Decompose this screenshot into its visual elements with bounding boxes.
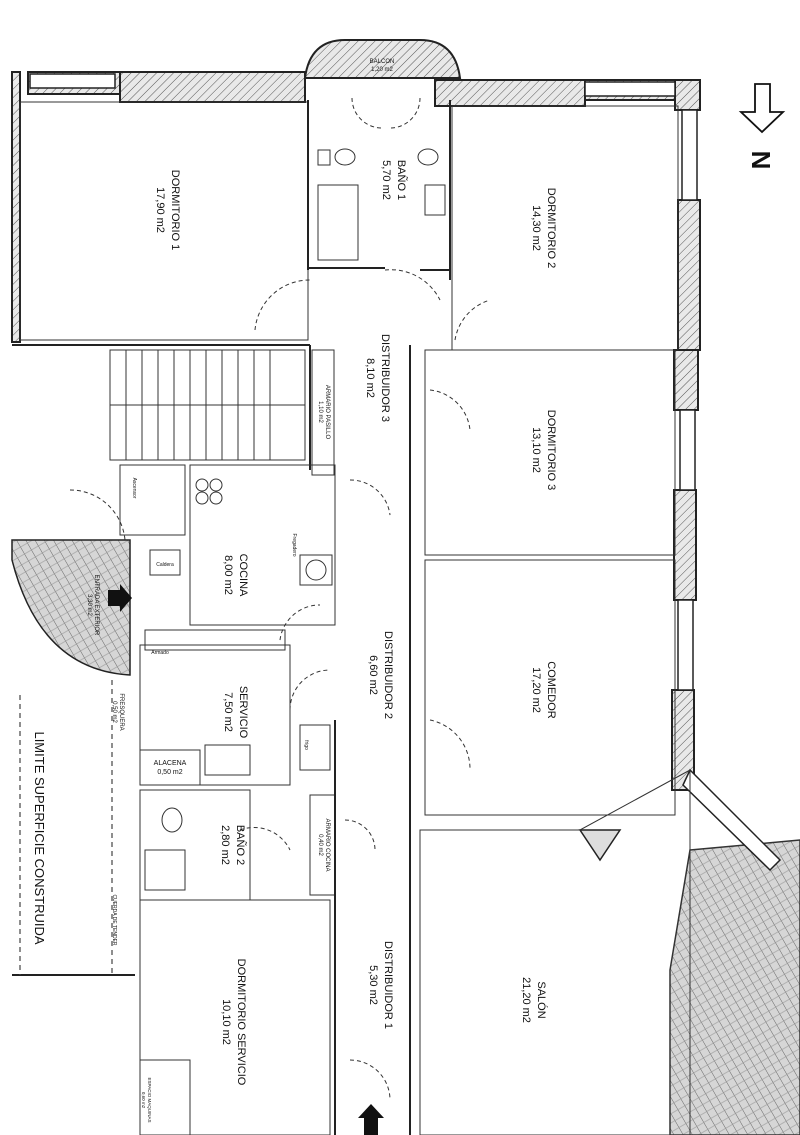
entrada-exterior-area: ENTRADA EXTERIOR 3,30 m2 [11, 539, 132, 676]
servicio-area: 7,50 m2 [222, 692, 234, 732]
cuerda-tender-label: CUERDA DE TENDER [111, 894, 117, 945]
dormitorio1-area: 17,90 m2 [154, 187, 166, 233]
distribuidor3-area: 8,10 m2 [364, 358, 376, 398]
distribuidor1-area: 5,30 m2 [367, 965, 379, 1005]
balcony: BALCON 1,20 m2 [303, 39, 462, 79]
bano1-area: 5,70 m2 [380, 160, 392, 200]
dormitorio3-name: DORMITORIO 3 [545, 410, 557, 490]
distribuidor2-area: 6,60 m2 [367, 655, 379, 695]
bano2-area: 2,80 m2 [219, 825, 231, 865]
balcon-area: 1,20 m2 [371, 67, 393, 73]
cocina-name: COCINA [237, 554, 249, 597]
armario-cocina-area: 0,40 m2 [317, 834, 323, 856]
fresquera-name: FRESQUERA [118, 693, 124, 730]
dormitorio2-name: DORMITORIO 2 [545, 188, 557, 268]
dormitorio-servicio-name: DORMITORIO SERVICIO [235, 959, 247, 1086]
distribuidor3-name: DISTRIBUIDOR 3 [379, 334, 391, 422]
comedor-area: 17,20 m2 [530, 667, 542, 713]
dormitorio3-area: 13,10 m2 [530, 427, 542, 473]
north-letter: N [746, 151, 776, 170]
salon-name: SALÓN [535, 981, 548, 1018]
fixtures: Caldera Ascensor Armado Fregadero frigo … [111, 148, 446, 946]
espacio-maquinas-area: 0,60 m2 [141, 1092, 146, 1109]
entrada-exterior-area: 3,30 m2 [86, 594, 92, 616]
balcon-name: BALCON [370, 59, 395, 65]
dormitorio1-name: DORMITORIO 1 [169, 170, 181, 250]
bano1-name: BAÑO 1 [395, 160, 408, 200]
salon-area: 21,20 m2 [520, 977, 532, 1023]
room-labels: DORMITORIO 1 17,90 m2 BAÑO 1 5,70 m2 DOR… [111, 160, 557, 1123]
comedor-name: COMEDOR [545, 661, 557, 719]
armado-label: Armado [151, 650, 169, 656]
distribuidor2-name: DISTRIBUIDOR 2 [382, 631, 394, 719]
ascensor-label: Ascensor [131, 478, 137, 499]
distribuidor1-name: DISTRIBUIDOR 1 [382, 941, 394, 1029]
boundary-label: LIMITE SUPERFICIE CONSTRUIDA [32, 731, 47, 944]
cocina-area: 8,00 m2 [222, 555, 234, 595]
caldera-label: Caldera [156, 562, 174, 568]
armario-pasillo-area: 1,10 m2 [317, 401, 323, 423]
armario-pasillo-name: ARMARIO PASILLO [324, 385, 330, 440]
bano2-name: BAÑO 2 [234, 825, 247, 865]
entry-arrow-kitchen [108, 584, 132, 612]
frigo-label: frigo [303, 740, 309, 750]
dormitorio-servicio-area: 10,10 m2 [220, 999, 232, 1045]
alacena-area: 0,50 m2 [157, 769, 182, 776]
espacio-maquinas-name: ESPACIO MAQUINAS [147, 1078, 152, 1123]
dormitorio2-area: 14,30 m2 [530, 205, 542, 251]
door-swings [69, 97, 491, 1101]
entry-arrow-distribuidor-1 [358, 1104, 384, 1135]
north-indicator: N [738, 83, 786, 170]
alacena-name: ALACENA [154, 760, 187, 767]
fresquera-area: 0,50 m2 [111, 701, 117, 723]
windows [29, 73, 698, 691]
interior-walls [19, 100, 691, 1135]
armario-cocina-name: ARMARIO COCINA [324, 818, 330, 871]
south-pointing-arrow-icon [738, 83, 786, 134]
boundary-line: LIMITE SUPERFICIE CONSTRUIDA [19, 680, 113, 975]
entrada-exterior-name: ENTRADA EXTERIOR [93, 575, 99, 636]
fregadero-label: Fregadero [291, 533, 297, 556]
staircase [109, 349, 306, 461]
salon-bay [578, 768, 800, 1135]
servicio-name: SERVICIO [237, 686, 249, 739]
